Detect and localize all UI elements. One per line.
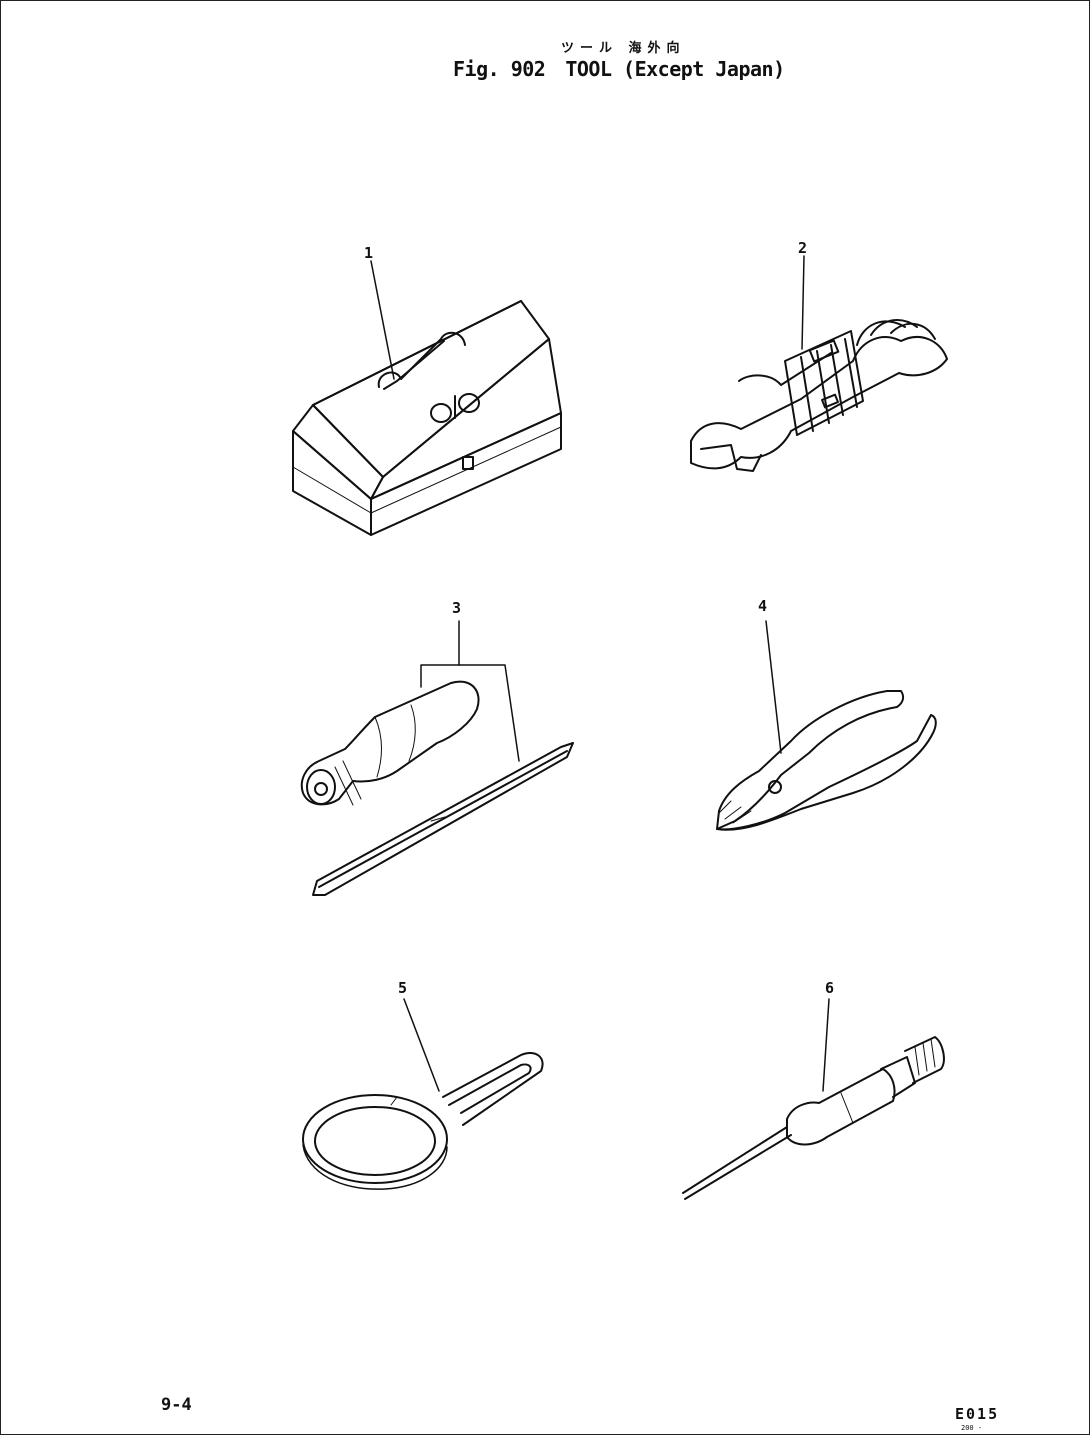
- title-japanese: ツール 海外向: [561, 41, 686, 56]
- drawing-subcode: 200 -: [961, 1424, 983, 1432]
- callout-1: 1: [364, 244, 374, 262]
- callout-5: 5: [398, 979, 408, 997]
- screwdriver-icon[interactable]: [302, 621, 573, 895]
- callout-2: 2: [798, 239, 808, 257]
- page-number: 9-4: [161, 1395, 192, 1415]
- figure-number: Fig. 902: [453, 57, 546, 81]
- callout-6: 6: [825, 979, 835, 997]
- page-title: Fig. 902 TOOL (Except Japan): [453, 57, 785, 81]
- toolbox-icon[interactable]: [293, 261, 561, 535]
- callout-4: 4: [758, 597, 768, 615]
- grease-nozzle-icon[interactable]: [683, 999, 944, 1199]
- wrench-set-icon[interactable]: [691, 256, 947, 471]
- figure-title: TOOL (Except Japan): [565, 57, 785, 81]
- callout-3: 3: [452, 599, 462, 617]
- drawing-code: E015: [955, 1405, 1000, 1423]
- pliers-icon[interactable]: [717, 621, 936, 830]
- filter-wrench-icon[interactable]: [303, 999, 543, 1189]
